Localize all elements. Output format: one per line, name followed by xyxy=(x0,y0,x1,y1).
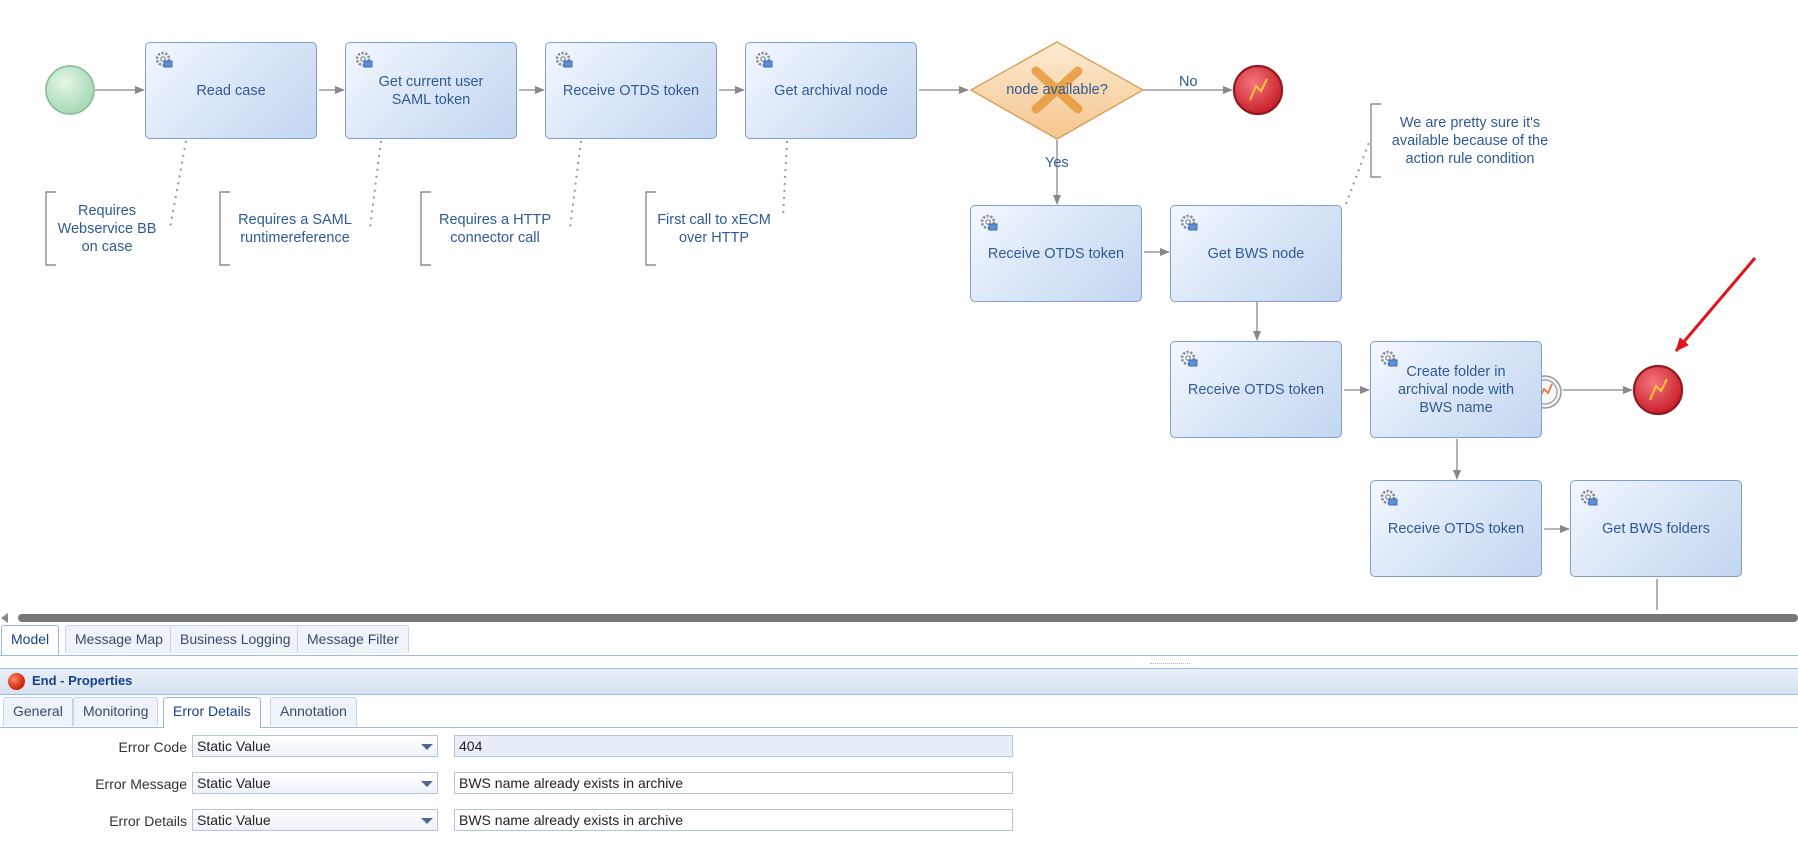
flow-label-no: No xyxy=(1179,74,1198,90)
tab-message-map[interactable]: Message Map xyxy=(65,625,173,653)
scroll-left-arrow-icon[interactable] xyxy=(1,613,8,623)
tab-error-details[interactable]: Error Details xyxy=(163,697,261,728)
service-task-gear-icon xyxy=(555,51,573,68)
properties-header: End - Properties xyxy=(0,668,1798,695)
task-label: Read case xyxy=(196,82,266,99)
service-task-gear-icon xyxy=(355,51,373,68)
process-canvas[interactable]: Read case Get current user SAML token Re… xyxy=(0,0,1798,613)
flow-label-yes: Yes xyxy=(1045,155,1069,171)
field-label: Error Message xyxy=(95,776,187,792)
assoc-available xyxy=(1345,139,1371,205)
annotation-xecm: First call to xECM over HTTP xyxy=(657,212,771,246)
end-event-icon xyxy=(8,673,25,690)
assoc-xecm xyxy=(782,140,788,219)
properties-tab-bar: General Monitoring Error Details Annotat… xyxy=(0,695,1798,728)
start-event[interactable] xyxy=(45,65,95,115)
field-label: Error Code xyxy=(118,739,187,755)
error-details-type-select[interactable]: Static Value xyxy=(192,809,438,831)
service-task-gear-icon xyxy=(980,214,998,231)
error-code-type-select[interactable]: Static Value xyxy=(192,735,438,757)
chevron-down-icon[interactable] xyxy=(415,810,437,830)
exclusive-gateway[interactable] xyxy=(969,41,1145,140)
assoc-saml xyxy=(369,140,382,229)
error-details-input[interactable] xyxy=(454,809,1013,831)
canvas-horizontal-scrollbar[interactable] xyxy=(0,613,1798,623)
tab-business-logging[interactable]: Business Logging xyxy=(170,625,301,653)
task-receive-otds-token-2[interactable]: Receive OTDS token xyxy=(970,205,1142,302)
task-label: Create folder in archival node with BWS … xyxy=(1397,363,1515,416)
task-read-case[interactable]: Read case xyxy=(145,42,317,139)
chevron-down-icon[interactable] xyxy=(415,736,437,756)
service-task-gear-icon xyxy=(755,51,773,68)
select-value: Static Value xyxy=(197,812,271,828)
assoc-http xyxy=(569,140,582,229)
task-get-saml-token[interactable]: Get current user SAML token xyxy=(345,42,517,139)
panel-resize-grip[interactable] xyxy=(1150,663,1190,668)
task-label: Get BWS folders xyxy=(1602,520,1710,537)
select-value: Static Value xyxy=(197,775,271,791)
properties-title: End - Properties xyxy=(32,673,133,688)
error-message-input[interactable] xyxy=(454,772,1013,794)
scrollbar-thumb[interactable] xyxy=(18,614,1798,622)
task-label: Get archival node xyxy=(774,82,888,99)
annotation-available: We are pretty sure it's available becaus… xyxy=(1391,115,1549,167)
gateway-x-icon xyxy=(1031,66,1083,114)
error-bolt-icon xyxy=(1649,378,1668,401)
associations xyxy=(169,139,1371,229)
sequence-flows xyxy=(95,86,1658,610)
service-task-gear-icon xyxy=(155,51,173,68)
tab-message-filter[interactable]: Message Filter xyxy=(297,625,409,653)
editor-tab-bar: Model Message Map Business Logging Messa… xyxy=(0,623,1798,656)
red-pointer-arrow xyxy=(1674,257,1757,352)
error-bolt-icon xyxy=(1249,78,1268,101)
field-label: Error Details xyxy=(109,813,187,829)
error-code-input[interactable] xyxy=(454,735,1013,757)
error-message-type-select[interactable]: Static Value xyxy=(192,772,438,794)
field-row-error-code: Error Code Static Value xyxy=(0,735,1798,761)
task-receive-otds-token-4[interactable]: Receive OTDS token xyxy=(1370,480,1542,577)
task-get-archival-node[interactable]: Get archival node xyxy=(745,42,917,139)
gateway-label: node available? xyxy=(1006,82,1108,98)
task-label: Receive OTDS token xyxy=(562,82,700,99)
task-label: Receive OTDS token xyxy=(987,245,1125,262)
chevron-down-icon[interactable] xyxy=(415,773,437,793)
service-task-gear-icon xyxy=(1180,350,1198,367)
field-row-error-message: Error Message Static Value xyxy=(0,772,1798,798)
tab-monitoring[interactable]: Monitoring xyxy=(73,697,159,726)
task-label: Receive OTDS token xyxy=(1187,381,1325,398)
annotation-webservice: Requires Webservice BB on case xyxy=(57,203,157,255)
task-receive-otds-token-3[interactable]: Receive OTDS token xyxy=(1170,341,1342,438)
assoc-webservice xyxy=(169,140,187,229)
flow-connectors xyxy=(45,41,1757,610)
tab-model[interactable]: Model xyxy=(1,625,60,655)
annotation-http: Requires a HTTP connector call xyxy=(438,212,551,246)
task-receive-otds-token-1[interactable]: Receive OTDS token xyxy=(545,42,717,139)
task-create-folder[interactable]: Create folder in archival node with BWS … xyxy=(1370,341,1542,438)
task-label: Get current user SAML token xyxy=(378,73,484,108)
service-task-gear-icon xyxy=(1580,489,1598,506)
task-get-bws-node[interactable]: Get BWS node xyxy=(1170,205,1342,302)
tab-general[interactable]: General xyxy=(3,697,73,726)
annotation-brackets xyxy=(45,103,1381,266)
annotation-saml: Requires a SAML runtimereference xyxy=(238,212,352,246)
end-event-create[interactable] xyxy=(1632,364,1684,416)
task-get-bws-folders[interactable]: Get BWS folders xyxy=(1570,480,1742,577)
service-task-gear-icon xyxy=(1380,350,1398,367)
tab-annotation[interactable]: Annotation xyxy=(270,697,357,726)
task-label: Receive OTDS token xyxy=(1387,520,1525,537)
service-task-gear-icon xyxy=(1180,214,1198,231)
field-row-error-details: Error Details Static Value xyxy=(0,809,1798,835)
end-event-no[interactable] xyxy=(1232,64,1284,116)
task-label: Get BWS node xyxy=(1207,245,1305,262)
service-task-gear-icon xyxy=(1380,489,1398,506)
select-value: Static Value xyxy=(197,738,271,754)
